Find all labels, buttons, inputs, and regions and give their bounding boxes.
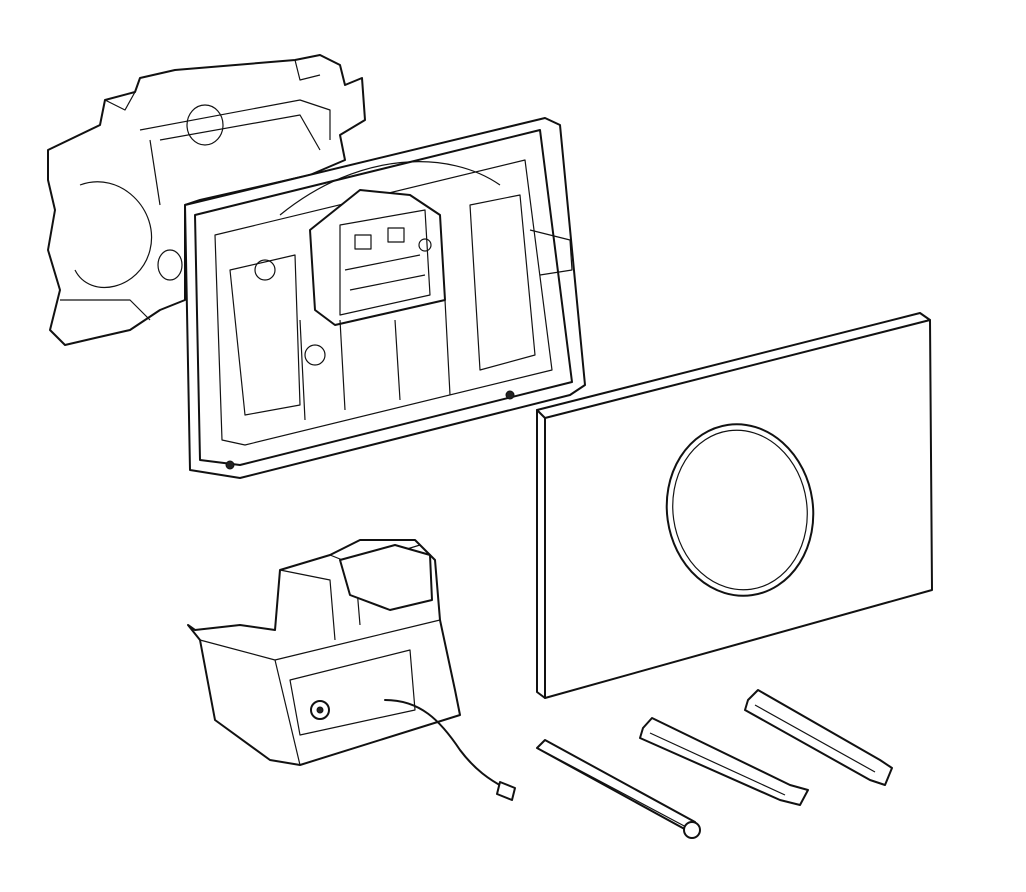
actuator-rod-3: [744, 689, 893, 786]
cover-plate: [536, 312, 933, 699]
mounting-frame: [184, 117, 586, 479]
mounting-bracket: [47, 54, 366, 346]
actuator-rod-2: [639, 717, 809, 806]
actuator-module: [187, 539, 516, 801]
actuator-rod-1: [536, 739, 701, 839]
